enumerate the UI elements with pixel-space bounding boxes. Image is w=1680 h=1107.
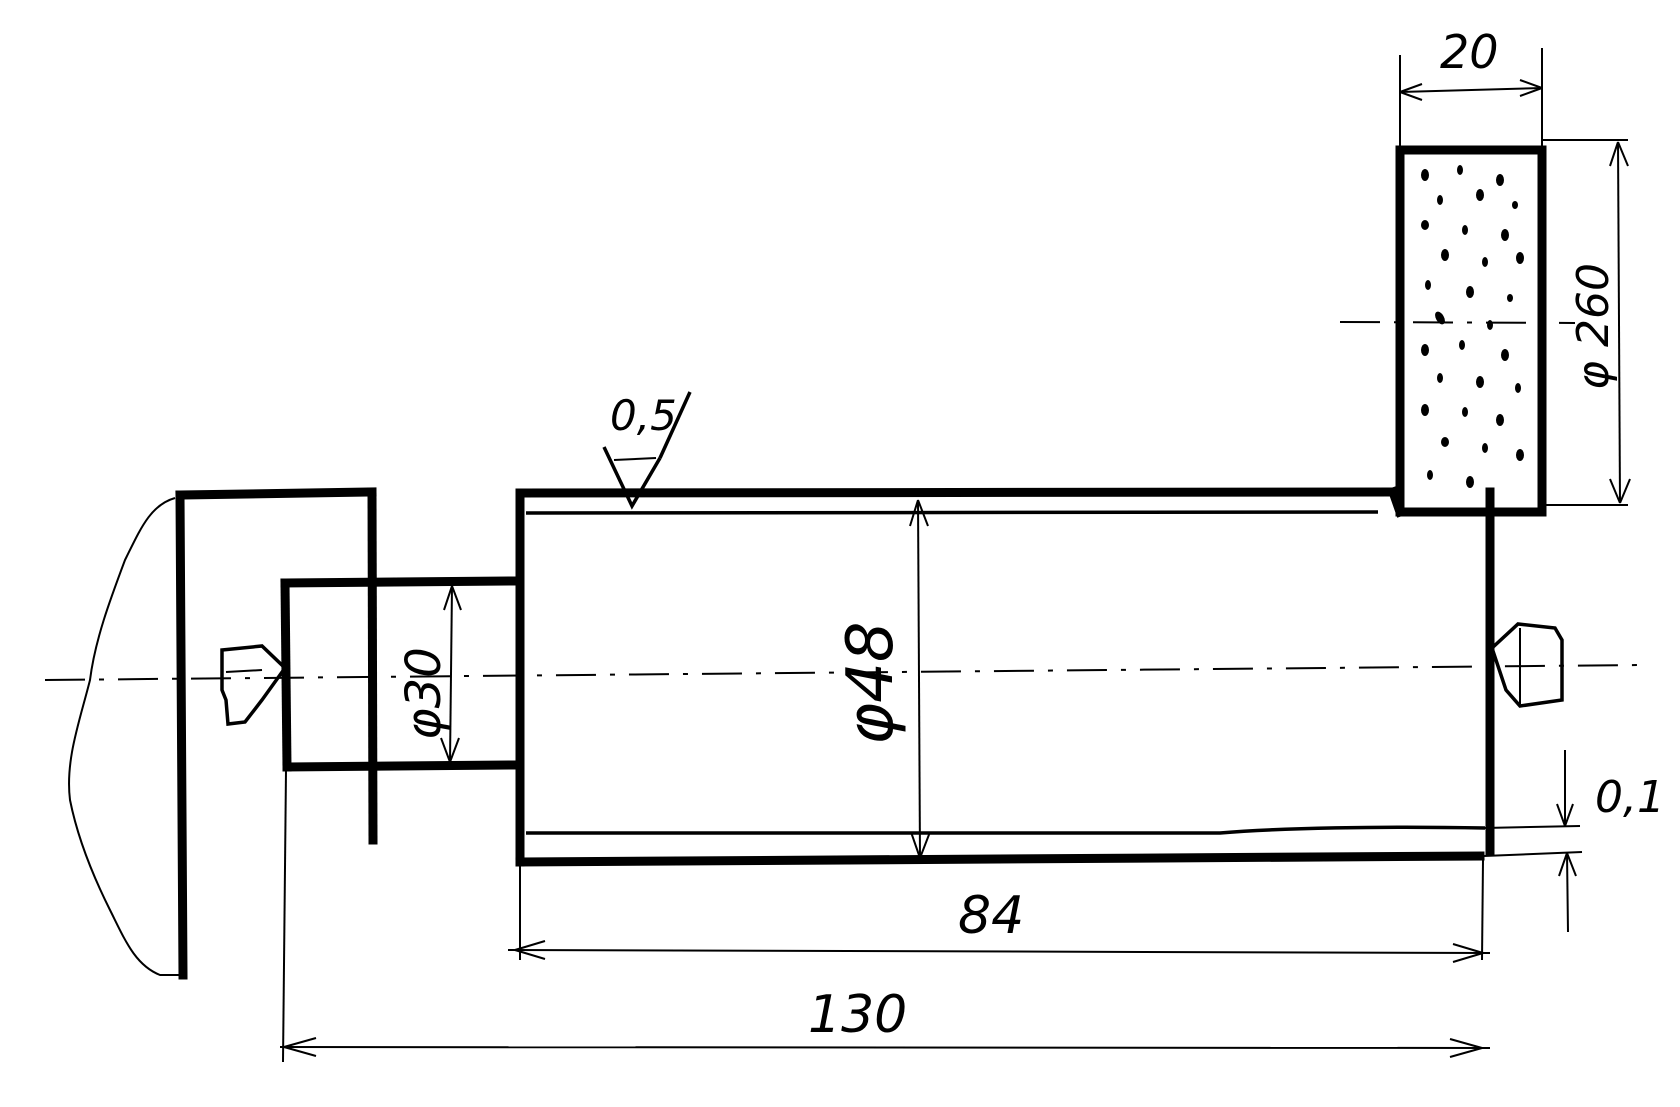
left-center-tip-detail bbox=[225, 669, 263, 673]
faceplate-vertical bbox=[175, 490, 188, 980]
workpiece-centerline bbox=[44, 664, 1641, 681]
dim-journal-diameter-label: φ30 bbox=[396, 647, 452, 740]
faceplate-top bbox=[175, 487, 377, 500]
dim-total-length: 130 bbox=[279, 769, 1491, 1063]
dim-total-length-label: 130 bbox=[808, 985, 907, 1045]
driver-dog-arm bbox=[367, 487, 378, 845]
dim-wheel-width: 20 bbox=[1399, 25, 1543, 148]
dim-wheel-diameter: φ 260 bbox=[1542, 139, 1631, 506]
dim-journal-diameter: φ30 bbox=[396, 585, 462, 763]
wheel-centerline bbox=[1339, 321, 1576, 324]
body-bottom bbox=[515, 851, 1485, 867]
roughness-symbol: 0,5 bbox=[602, 391, 692, 510]
dim-main-diameter: φ48 bbox=[834, 499, 931, 859]
dim-wheel-diameter-label: φ 260 bbox=[1568, 263, 1619, 390]
roughness-value: 0,5 bbox=[610, 391, 677, 440]
dim-main-length-label: 84 bbox=[958, 886, 1024, 946]
dim-main-diameter-label: φ48 bbox=[834, 621, 908, 745]
headstock-break-outline bbox=[68, 497, 185, 976]
dim-stock: 0,1 bbox=[1483, 750, 1665, 933]
wheel-contact-step bbox=[1387, 486, 1406, 518]
finish-line-bottom bbox=[526, 825, 1486, 835]
grinding-wheel bbox=[1395, 145, 1547, 517]
wheel-abrasive-grains bbox=[1421, 165, 1524, 488]
finish-line-top bbox=[525, 510, 1379, 515]
dim-wheel-width-label: 20 bbox=[1440, 25, 1499, 79]
journal-left-face bbox=[280, 578, 292, 772]
body-top bbox=[515, 487, 1398, 498]
journal-top bbox=[280, 576, 520, 588]
right-center-tip bbox=[1489, 622, 1564, 708]
left-center-tip bbox=[220, 644, 288, 726]
journal-bottom bbox=[282, 760, 520, 772]
dim-stock-label: 0,1 bbox=[1595, 772, 1665, 823]
dim-main-length: 84 bbox=[507, 859, 1491, 963]
